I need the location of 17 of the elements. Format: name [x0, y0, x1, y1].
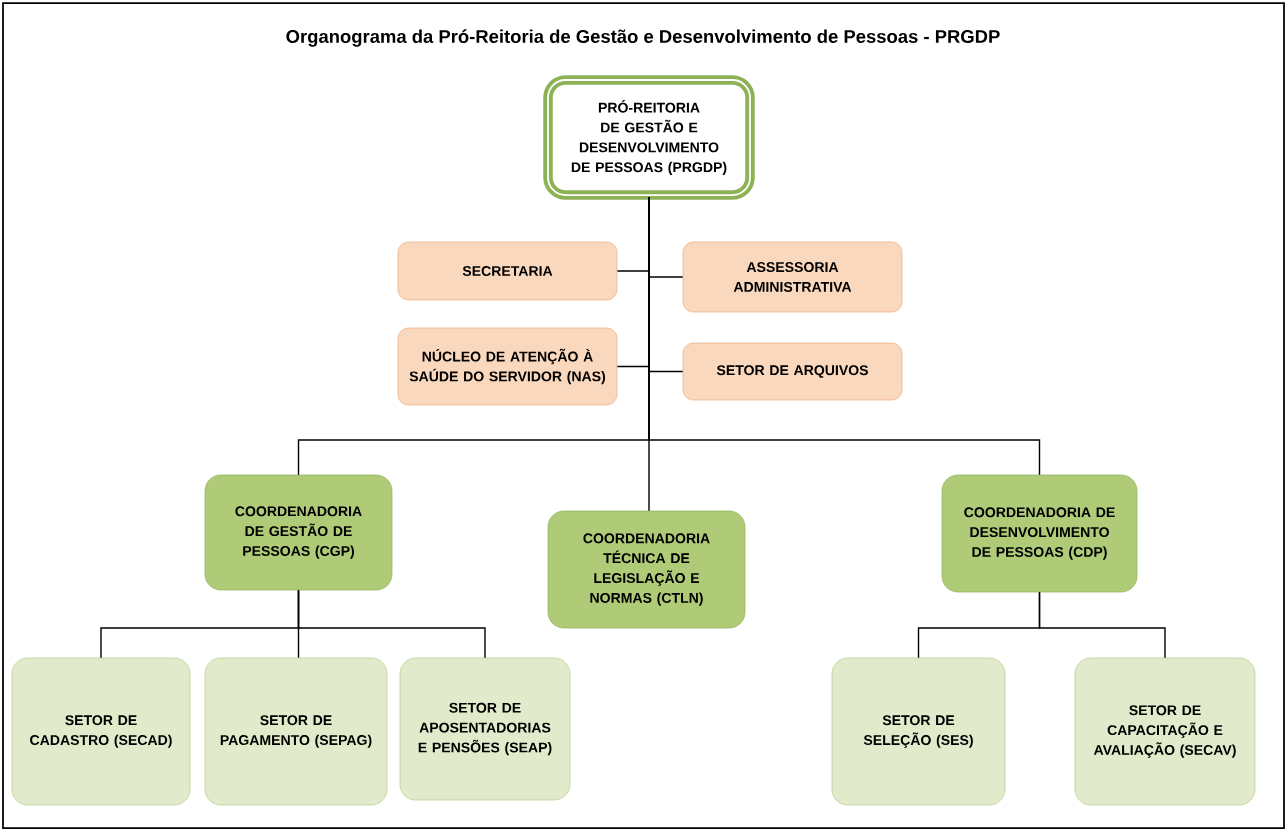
staff-box: SETOR DE ARQUIVOS	[682, 342, 903, 401]
sector-box: SETOR DE APOSENTADORIAS E PENSÕES (SEAP)	[399, 657, 571, 801]
sector-box: SETOR DE CAPACITAÇÃO E AVALIAÇÃO (SECAV)	[1074, 657, 1256, 806]
sector-box: SETOR DE PAGAMENTO (SEPAG)	[204, 657, 388, 806]
coordination-box: COORDENADORIA DE DESENVOLVIMENTO DE PESSOAS (CDP)	[941, 474, 1138, 593]
connector-line	[648, 196, 1041, 476]
connector-line	[297, 589, 486, 659]
staff-box: SECRETARIA	[397, 241, 618, 301]
sector-box: SETOR DE SELEÇÃO (SES)	[831, 657, 1006, 806]
org-box: PRÓ-REITORIA DE GESTÃO E DESENVOLVIMENTO DE PESSOAS (PRGDP)	[543, 75, 755, 200]
staff-box: ASSESSORIA ADMINISTRATIVA	[682, 241, 903, 313]
connector-line	[1038, 591, 1166, 659]
title: Organograma da Pró-Reitoria de Gestão e Desenvolvimento de Pessoas - PRGDP	[286, 29, 1000, 47]
sector-box: SETOR DE CADASTRO (SECAD)	[11, 657, 191, 806]
coordination-box: COORDENADORIA TÉCNICA DE LEGISLAÇÃO E NORMAS (CTLN)	[547, 510, 746, 629]
coordination-box: COORDENADORIA DE GESTÃO DE PESSOAS (CGP)	[204, 474, 393, 591]
staff-box: NÚCLEO DE ATENÇÃO À SAÚDE DO SERVIDOR (NAS)	[397, 327, 618, 406]
